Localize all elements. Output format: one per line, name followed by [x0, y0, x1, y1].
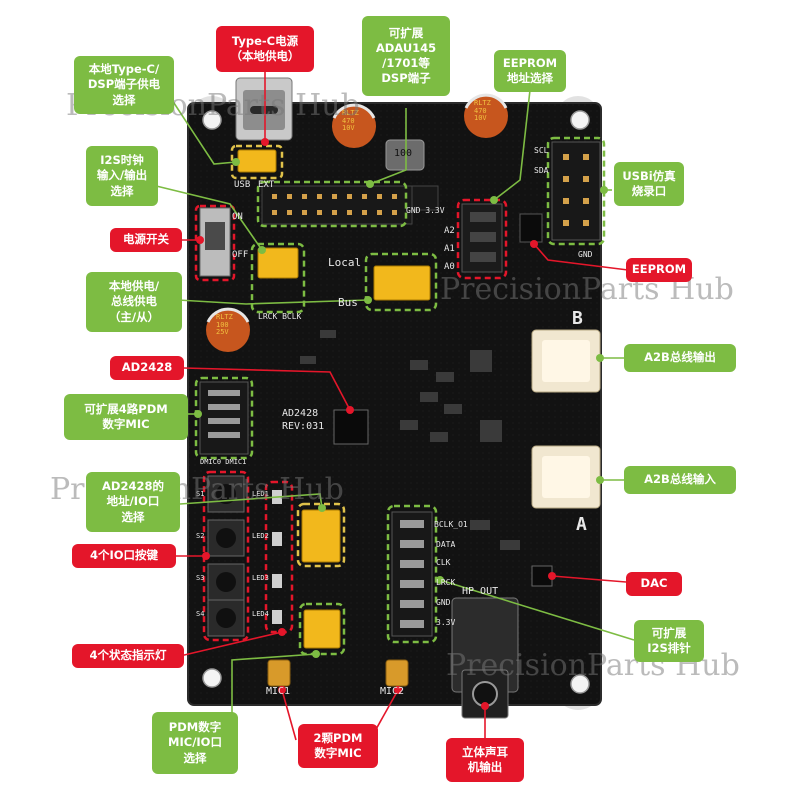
pdm-io-select-jumpers — [303, 609, 341, 649]
highlight-boxes — [194, 136, 606, 656]
label-eeprom: EEPROM — [626, 258, 692, 282]
silk-usb: USB — [234, 180, 251, 190]
headphone-jack — [451, 597, 519, 719]
label-dac: DAC — [626, 572, 682, 596]
dsp-header — [261, 185, 439, 225]
eeprom-address-jumpers — [461, 203, 503, 273]
label-adau-port: 可扩展 ADAU145 /1701等 DSP端子 — [362, 16, 450, 96]
power-select-jumper — [237, 149, 277, 173]
a2b-input-connector — [531, 445, 601, 509]
silk-scl: SCL — [534, 146, 549, 155]
silk-s2: S2 — [196, 532, 205, 540]
silk-s1: S1 — [196, 490, 205, 498]
silk-local: Local — [328, 256, 362, 269]
label-eeprom-address: EEPROM 地址选择 — [494, 50, 566, 92]
silk-s3: S3 — [196, 574, 205, 582]
i2s-header — [391, 511, 433, 637]
silk-a2: A2 — [444, 226, 455, 236]
silk-led2: LED2 — [252, 532, 269, 540]
local-bus-jumper — [373, 265, 431, 301]
label-status-leds: 4个状态指示灯 — [72, 644, 184, 668]
silk-off: OFF — [232, 250, 249, 260]
label-ad2428: AD2428 — [110, 356, 184, 380]
ad2428-chip — [333, 409, 369, 445]
label-a2b-output: A2B总线输出 — [624, 344, 736, 372]
pdm-mic-header — [199, 381, 249, 455]
smd-components — [300, 330, 520, 550]
capacitor-marking-2: RLTZ 470 10V — [474, 99, 491, 123]
label-i2s-clock-select: I2S时钟 输入/输出 选择 — [86, 146, 158, 206]
silk-sda: SDA — [534, 166, 549, 175]
silk-led4: LED4 — [252, 610, 269, 618]
silk-ad2428: AD2428 — [282, 408, 319, 419]
label-ad2428-address-io: AD2428的 地址/IO口 选择 — [86, 472, 180, 532]
label-a2b-input: A2B总线输入 — [624, 466, 736, 494]
silk-gnd-2: GND — [436, 598, 451, 607]
label-pdm-mic-2: 2颗PDM 数字MIC — [298, 724, 378, 768]
silk-b: B — [572, 308, 583, 329]
address-io-jumpers — [301, 509, 341, 563]
capacitor — [206, 93, 508, 352]
label-power-switch: 电源开关 — [110, 228, 182, 252]
silk-lrck-bclk: LRCK BCLK — [258, 312, 302, 321]
silk-on: ON — [232, 212, 243, 222]
silk-a1: A1 — [444, 244, 455, 254]
silk-3v3: 3.3V — [436, 618, 456, 627]
a2b-output-connector — [531, 329, 601, 393]
label-i2s-header: 可扩展 I2S排针 — [634, 620, 704, 662]
pdm-mic-1 — [267, 659, 291, 687]
silk-ext: EXT — [258, 180, 275, 190]
mounting-holes — [202, 110, 590, 694]
label-pdm-mic-4: 可扩展4路PDM 数字MIC — [64, 394, 188, 440]
label-pdm-io-select: PDM数字 MIC/IO口 选择 — [152, 712, 238, 774]
label-io-buttons: 4个IO口按键 — [72, 544, 176, 568]
silk-mic2: MIC2 — [380, 686, 405, 697]
leader-lines — [147, 70, 635, 741]
silk-gnd-3v3: GND 3.3V — [406, 206, 445, 215]
silk-a: A — [576, 514, 587, 535]
silk-data: DATA — [436, 540, 456, 549]
label-usbi: USBi仿真 烧录口 — [614, 162, 684, 206]
silk-bclk-o1: BCLK_O1 — [434, 520, 468, 529]
label-local-typec-dsp-power: 本地Type-C/ DSP端子供电 选择 — [74, 56, 174, 114]
io-buttons — [207, 475, 245, 637]
capacitor-marking-3: RLTZ 100 25V — [216, 313, 233, 337]
silk-led3: LED3 — [252, 574, 269, 582]
silk-clk: CLK — [436, 558, 451, 567]
power-switch-body — [199, 207, 231, 277]
silk-a0: A0 — [444, 262, 455, 272]
i2s-clock-jumper — [257, 247, 299, 279]
silk-lrck: LRCK — [436, 578, 456, 587]
capacitor-marking-1: RLTZ 470 10V — [342, 109, 359, 133]
silk-bus: Bus — [338, 296, 358, 309]
eeprom-chip — [519, 213, 543, 243]
usbi-header — [551, 141, 601, 241]
leader-dots — [194, 138, 608, 710]
silk-led1: LED1 — [252, 490, 269, 498]
silk-s4: S4 — [196, 610, 205, 618]
silk-mic1: MIC1 — [266, 686, 291, 697]
silk-rev: REV:031 — [282, 421, 325, 432]
inductor-marking: 100 — [394, 148, 413, 159]
silk-gnd: GND — [578, 250, 593, 259]
silk-hp-out: HP OUT — [462, 586, 499, 597]
label-local-bus-power: 本地供电/ 总线供电 （主/从） — [86, 272, 182, 332]
silk-dmic: DMIC0 DMIC1 — [200, 458, 247, 466]
label-typec-power: Type-C电源 （本地供电） — [216, 26, 314, 72]
pdm-mic-2 — [385, 659, 409, 687]
label-headphone-output: 立体声耳 机输出 — [446, 738, 524, 782]
